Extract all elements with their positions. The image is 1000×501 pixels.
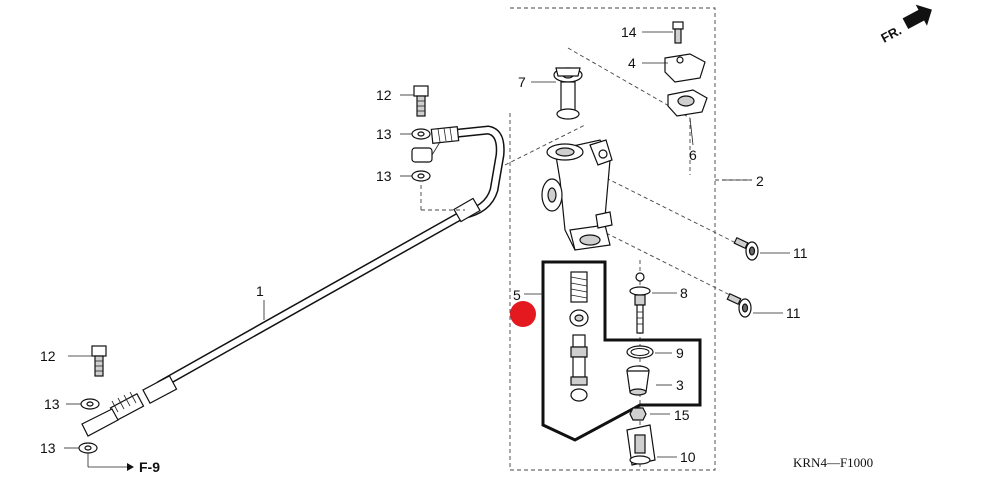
mounting-bolt-upper	[733, 236, 759, 261]
lower-banjo-bolt	[91, 345, 107, 377]
callout-8: 8	[680, 285, 688, 301]
front-label: FR.	[878, 23, 904, 46]
diagram-code: KRN4—F1000	[793, 455, 873, 470]
callout-2: 2	[756, 173, 764, 189]
push-rod	[629, 272, 651, 334]
front-arrow-icon	[902, 4, 932, 29]
callout-4: 4	[628, 55, 636, 71]
front-marker: FR.	[878, 4, 932, 46]
callout-11-upper: 11	[793, 245, 808, 261]
leader-lines	[64, 31, 790, 471]
reservoir-diaphragm	[667, 89, 708, 117]
page-reference[interactable]: F-9	[139, 459, 160, 475]
callout-6: 6	[689, 147, 697, 163]
joint-nut	[629, 407, 647, 421]
callout-5: 5	[513, 287, 521, 303]
callout-13-lower-1: 13	[44, 396, 60, 412]
hose-fitting-lower	[81, 375, 178, 437]
piston-spring	[570, 271, 588, 303]
reservoir-joint	[553, 67, 583, 120]
callout-13-lower-2: 13	[40, 440, 56, 456]
reservoir-screw	[672, 21, 684, 44]
hose-fitting-upper	[430, 126, 481, 223]
mounting-bolt-lower	[726, 292, 752, 318]
piston-cup	[569, 309, 589, 327]
callout-7: 7	[518, 74, 526, 90]
piston-set-outline	[541, 260, 702, 442]
callouts: 1 2 3 4 5 6 7 8 9 10 11 11 12 12 13 13 1…	[40, 24, 808, 465]
callout-12-upper: 12	[376, 87, 392, 103]
piston	[570, 334, 588, 402]
reservoir-cover	[664, 53, 706, 83]
clevis	[626, 424, 656, 466]
callout-15: 15	[674, 407, 690, 423]
callout-13-upper-2: 13	[376, 168, 392, 184]
upper-banjo-bolt	[413, 85, 429, 117]
master-cylinder-body	[541, 139, 613, 251]
callout-11-lower: 11	[786, 305, 801, 321]
callout-1: 1	[256, 283, 264, 299]
boot	[626, 365, 650, 396]
callout-10: 10	[680, 449, 696, 465]
red-marker-dot	[510, 301, 536, 327]
callout-12-lower: 12	[40, 348, 56, 364]
callout-3: 3	[676, 377, 684, 393]
callout-13-upper-1: 13	[376, 126, 392, 142]
upper-hose-eye	[411, 141, 441, 163]
callout-14: 14	[621, 24, 637, 40]
circlip	[626, 345, 654, 359]
callout-9: 9	[676, 345, 684, 361]
brake-hose	[81, 125, 505, 437]
